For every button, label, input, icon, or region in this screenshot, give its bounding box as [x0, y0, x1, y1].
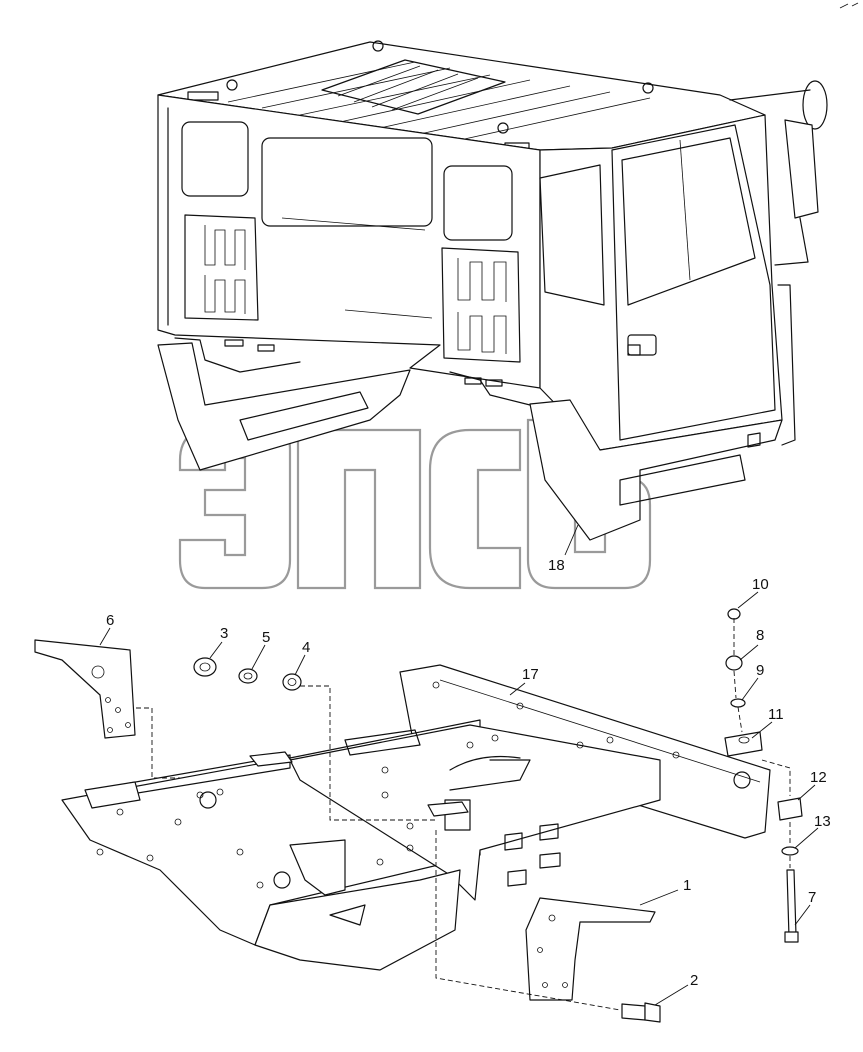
- assembly-lines: [136, 618, 791, 1011]
- callout-7: 7: [808, 889, 816, 906]
- cab-assembly: [157, 40, 828, 541]
- callout-labels: 1 2 3 4 5 6 7 8 9 10 11 12 13 17 18: [106, 557, 831, 989]
- callout-4: 4: [302, 639, 310, 656]
- callout-9: 9: [756, 662, 764, 679]
- bolt-2: [621, 1002, 661, 1023]
- fasteners-3-5-4: [193, 657, 302, 691]
- bracket-6: [34, 639, 136, 739]
- bracket-1: [525, 897, 656, 1001]
- callout-1: 1: [683, 877, 691, 894]
- callout-5: 5: [262, 629, 270, 646]
- callout-3: 3: [220, 625, 228, 642]
- fastener-stack-right: [724, 608, 803, 943]
- callout-8: 8: [756, 627, 764, 644]
- callout-11: 11: [768, 706, 784, 723]
- frame-assembly: [61, 664, 771, 971]
- callout-6: 6: [106, 612, 114, 629]
- frame-holes: [96, 734, 614, 889]
- callout-12: 12: [810, 769, 827, 786]
- callout-18: 18: [548, 557, 565, 574]
- callout-17: 17: [522, 666, 539, 683]
- leader-lines: [99, 524, 819, 1006]
- corner-mark: [839, 2, 859, 9]
- callout-10: 10: [752, 576, 769, 593]
- callout-13: 13: [814, 813, 831, 830]
- callout-2: 2: [690, 972, 698, 989]
